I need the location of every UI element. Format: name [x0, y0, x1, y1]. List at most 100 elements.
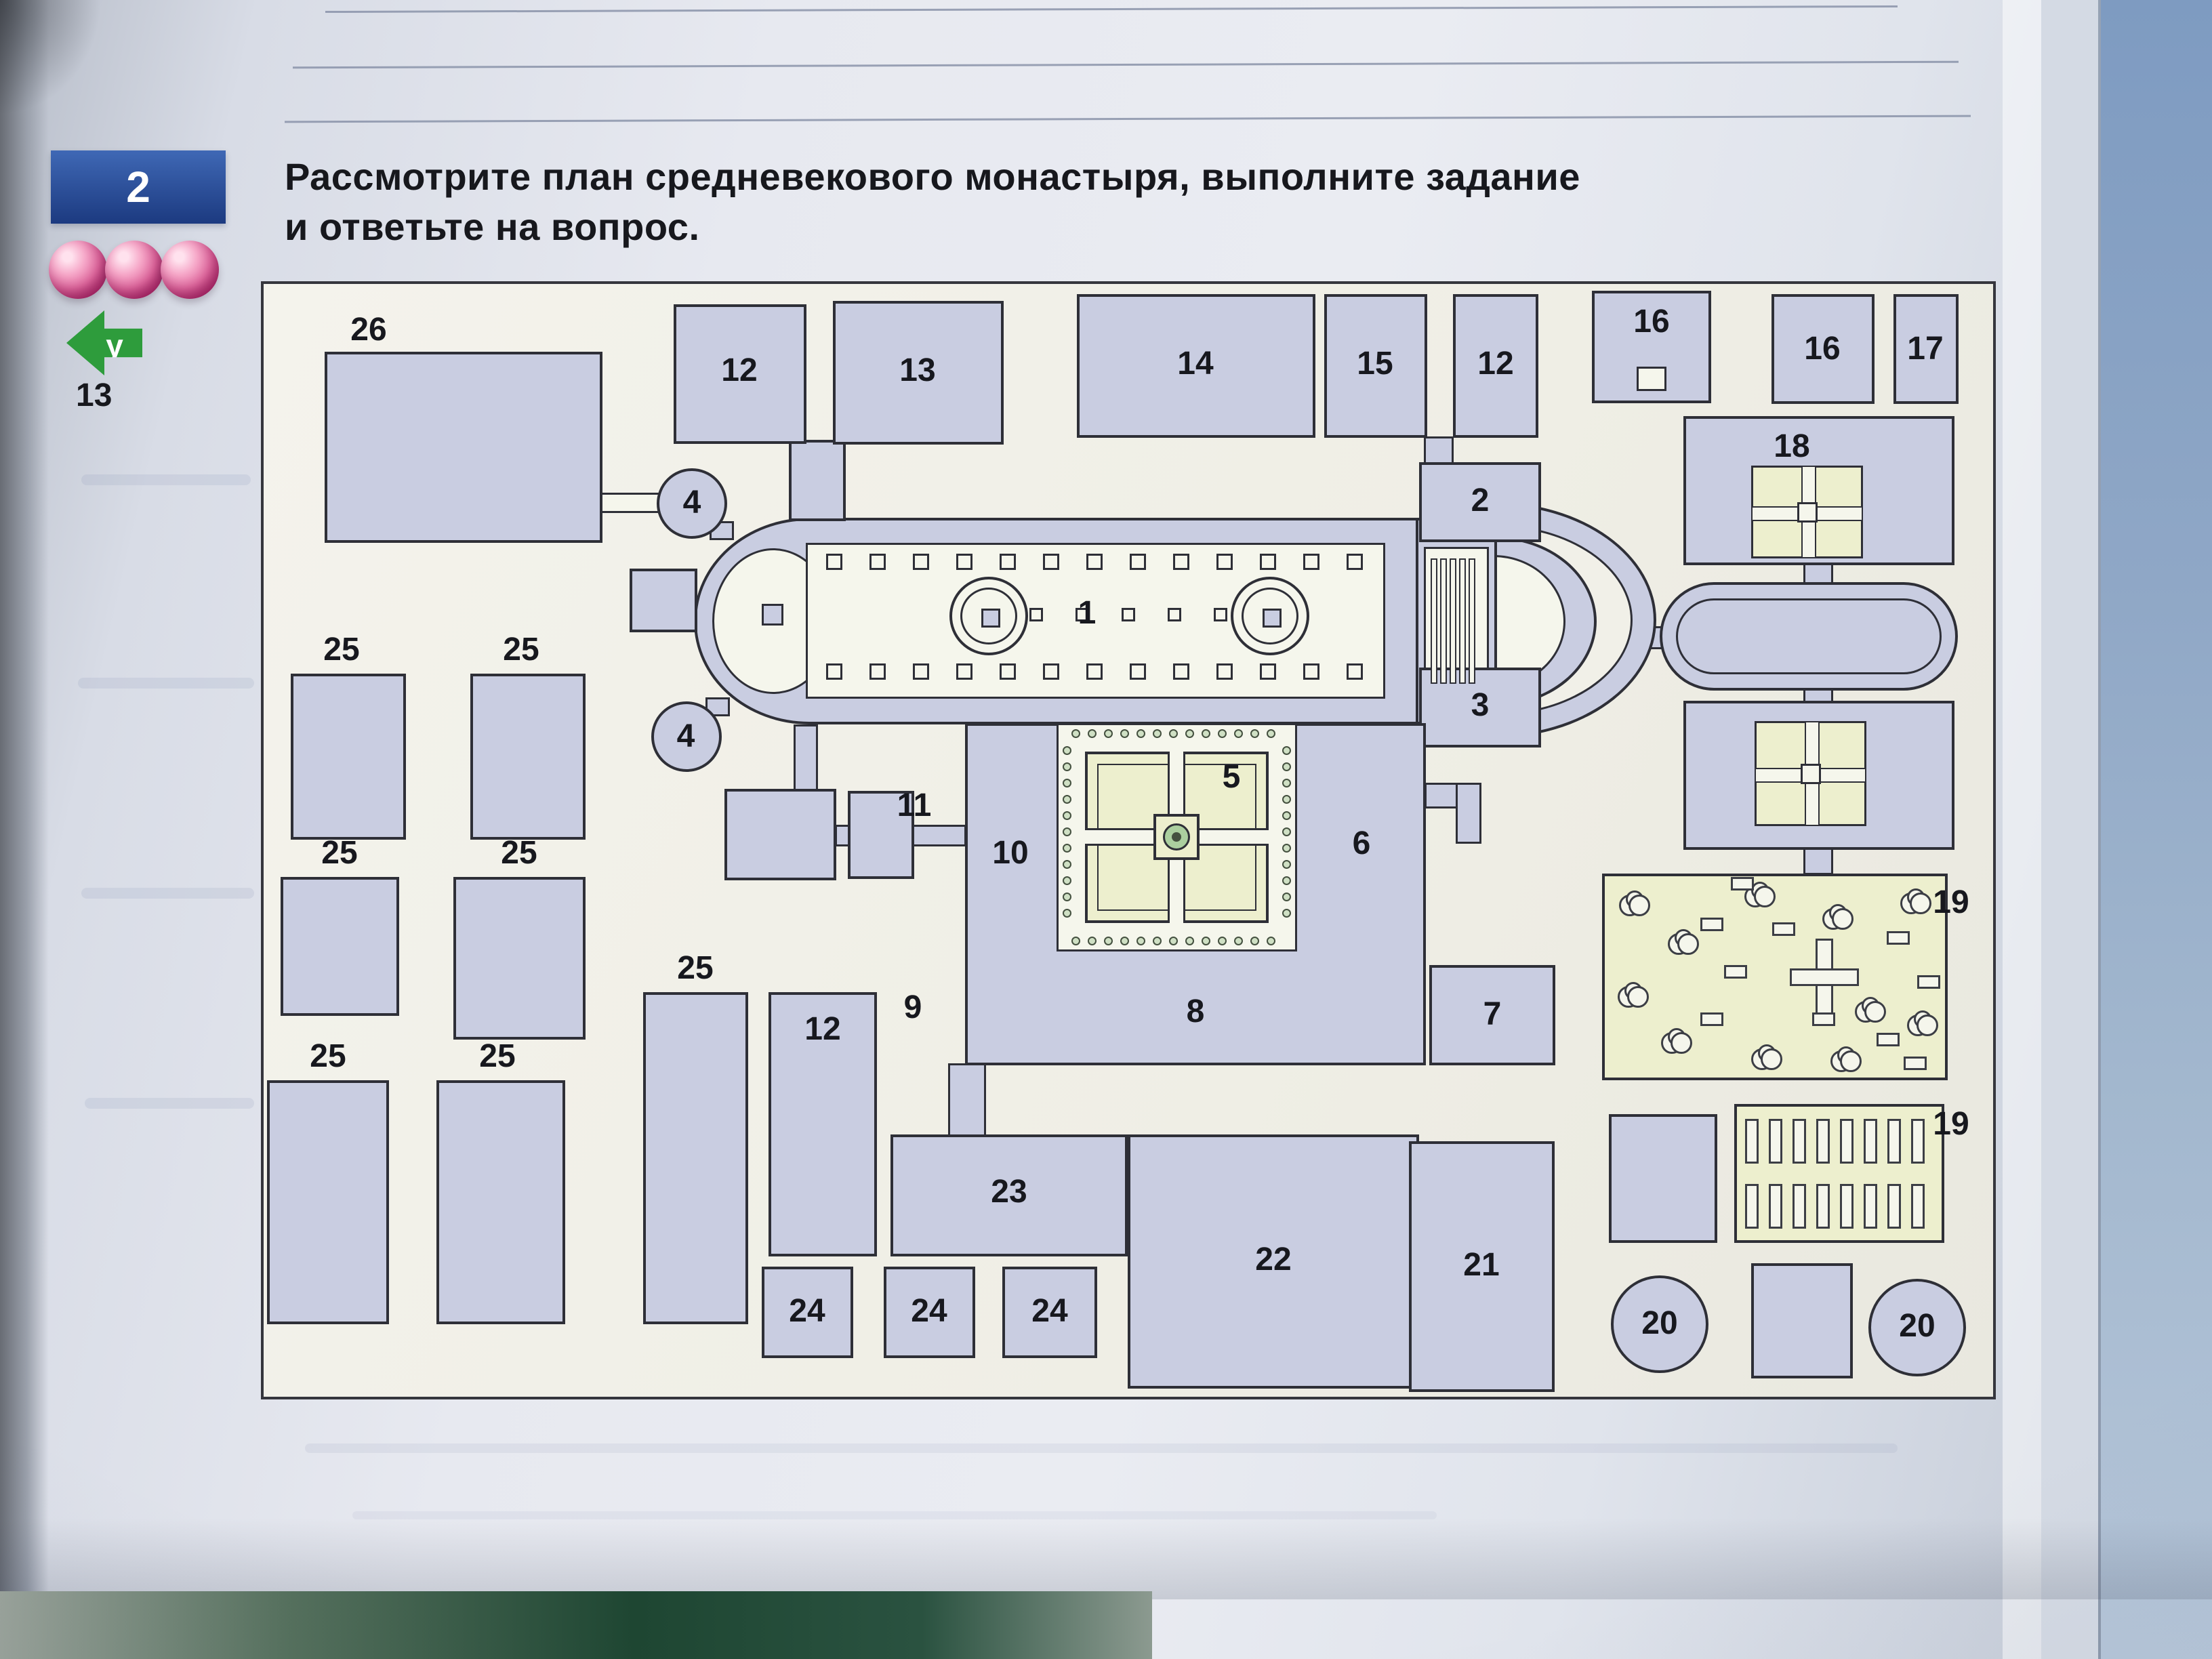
cloister-arcade-dot [1063, 876, 1071, 885]
cloister-arcade-dot [1136, 729, 1145, 738]
grave-marker [1772, 922, 1795, 936]
grave-marker [1731, 877, 1754, 890]
building-11 [848, 791, 914, 879]
top-left-corner-shadow [0, 0, 102, 115]
corridor [794, 724, 818, 792]
church-column-square [1173, 554, 1189, 570]
page-bottom-shadow [0, 1518, 2212, 1599]
building-unlabeled [1609, 1114, 1717, 1243]
cloister-arcade-dot [1282, 746, 1291, 755]
building-24 [762, 1267, 853, 1358]
cloister-arcade-dot [1282, 909, 1291, 918]
chancel-step-bar [1440, 558, 1447, 684]
church-column-square [1216, 663, 1233, 680]
cloister-arcade-dot [1202, 729, 1210, 738]
cloister-arcade-dot [1185, 937, 1194, 945]
garden-bed [1793, 1119, 1806, 1164]
task-number: 2 [126, 163, 150, 211]
plan-label-20: 20 [1899, 1308, 1936, 1344]
church-column-square [1130, 554, 1146, 570]
task-number-box: 2 [51, 150, 226, 224]
plan-label-25: 25 [323, 632, 360, 668]
difficulty-ball-icon [105, 241, 163, 299]
table-surface [0, 1591, 1152, 1659]
chapel-cross-square [1755, 721, 1866, 826]
building-2 [1419, 462, 1541, 542]
plan-label-12: 12 [804, 1011, 841, 1047]
plan-label-7: 7 [1483, 996, 1502, 1032]
garden-bed [1745, 1184, 1759, 1229]
plan-label-24: 24 [1031, 1293, 1068, 1329]
cloister-arcade-dot [1063, 893, 1071, 901]
chancel-step-bar [1431, 558, 1437, 684]
building-24 [1002, 1267, 1097, 1358]
tree-icon [1855, 997, 1886, 1023]
tree-icon [1619, 890, 1650, 916]
grave-marker [1887, 931, 1910, 945]
garden-bed [1864, 1184, 1877, 1229]
chapel-cross-square [1751, 466, 1863, 558]
page-curl-highlight [2003, 0, 2043, 1659]
building-12 [769, 992, 877, 1256]
plan-label-16: 16 [1633, 304, 1670, 340]
tree-icon [1751, 1044, 1782, 1070]
chancel-step-bar [1469, 558, 1475, 684]
cloister-arcade-dot [1063, 746, 1071, 755]
church-column-square [1000, 663, 1016, 680]
cloister-arcade-dot [1063, 795, 1071, 804]
plan-label-25: 25 [321, 835, 358, 871]
cloister-arcade-dot [1063, 844, 1071, 853]
grave-marker [1700, 1012, 1723, 1026]
church-column-square [956, 663, 972, 680]
chancel-step-bar [1459, 558, 1466, 684]
church-column-square [1086, 554, 1103, 570]
church-column-square [869, 554, 886, 570]
plan-label-23: 23 [991, 1174, 1027, 1210]
plan-label-8: 8 [1186, 994, 1205, 1029]
garden-bed [1793, 1184, 1806, 1229]
garden-bed [1840, 1119, 1853, 1164]
tree-icon [1668, 929, 1699, 955]
cloister-arcade-dot [1136, 937, 1145, 945]
back-arrow-icon: у [66, 310, 142, 375]
cloister-arcade-dot [1169, 937, 1178, 945]
book-left-edge-shadow [0, 0, 49, 1659]
cloister-arcade-dot [1282, 893, 1291, 901]
grave-marker [1904, 1057, 1927, 1070]
church-column-square [1303, 554, 1319, 570]
plan-label-10: 10 [992, 835, 1029, 871]
building-18-oval [1660, 582, 1958, 691]
difficulty-ball-icon [161, 241, 219, 299]
round-tower-4 [651, 701, 722, 772]
cloister-arcade-dot [1153, 729, 1162, 738]
building-7 [1429, 965, 1555, 1065]
building-26 [325, 352, 602, 543]
building-13 [833, 301, 1004, 445]
garden-bed [1911, 1119, 1925, 1164]
tree-icon [1618, 982, 1649, 1008]
cloister-arcade-dot [1234, 937, 1243, 945]
plan-label-19: 19 [1933, 1106, 1969, 1142]
church-column-square [1173, 663, 1189, 680]
plan-label-26: 26 [350, 312, 387, 348]
cloister-arcade-dot [1267, 937, 1275, 945]
grave-marker [1877, 1033, 1900, 1046]
plan-decor-layer [264, 284, 1993, 1397]
church-column-square [1260, 663, 1276, 680]
plan-label-3: 3 [1471, 687, 1490, 723]
garden-bed [1816, 1119, 1830, 1164]
show-through-text [81, 474, 251, 485]
grave-marker [1812, 1012, 1835, 1026]
corridor [948, 1063, 986, 1138]
cloister-arcade-dot [1250, 729, 1259, 738]
cloister-arcade-dot [1153, 937, 1162, 945]
chancel-step-bar [1450, 558, 1456, 684]
church-column-square [1347, 554, 1363, 570]
plan-label-1: 1 [1078, 595, 1097, 631]
plan-label-17: 17 [1907, 331, 1944, 367]
plan-label-11: 11 [897, 787, 932, 823]
church-column-square [1122, 608, 1135, 621]
monastery-plan: 26 12 13 14 15 12 16 16 17 18 4 4 2 3 1 … [261, 281, 1996, 1399]
church-column-square [1168, 608, 1181, 621]
plan-label-25: 25 [677, 950, 714, 986]
